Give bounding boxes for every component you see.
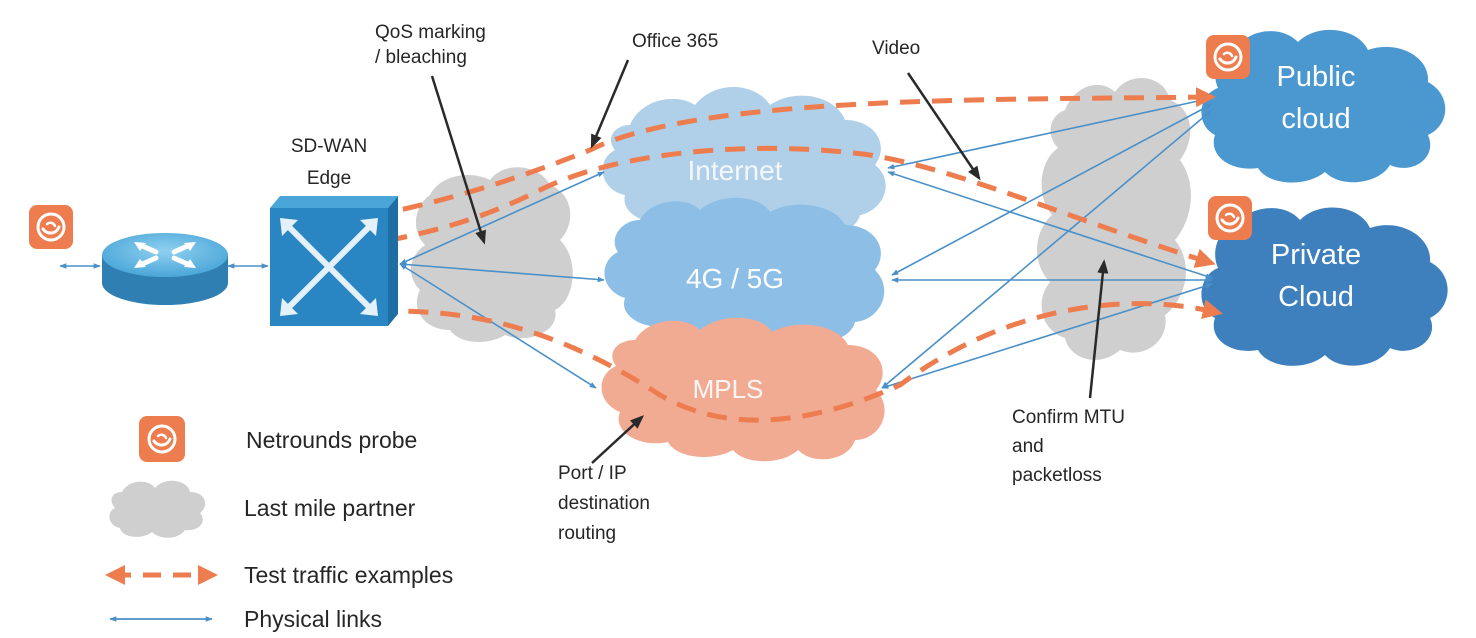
legend-test-traffic-label: Test traffic examples bbox=[244, 562, 453, 588]
sd-wan-switch-icon bbox=[270, 196, 398, 326]
edge-label-2: Edge bbox=[307, 168, 351, 189]
public-cloud bbox=[1201, 29, 1446, 183]
router-icon bbox=[102, 233, 228, 305]
legend: Netrounds probe Last mile partner Test t… bbox=[105, 416, 453, 632]
private-cloud-label-1: Private bbox=[1271, 239, 1361, 271]
office365-pointer bbox=[590, 59, 630, 149]
public-cloud-label-2: cloud bbox=[1281, 103, 1350, 135]
legend-probe-label: Netrounds probe bbox=[246, 427, 417, 453]
netrounds-probe-icon bbox=[1208, 196, 1252, 240]
internet-label: Internet bbox=[688, 155, 783, 186]
port-annotation-3: routing bbox=[558, 523, 616, 544]
qos-annotation-1: QoS marking bbox=[375, 22, 486, 43]
mpls-cloud bbox=[601, 317, 885, 462]
mtu-annotation-1: Confirm MTU bbox=[1012, 407, 1125, 428]
netrounds-probe-icon bbox=[139, 416, 185, 462]
mpls-label: MPLS bbox=[693, 374, 764, 404]
private-cloud bbox=[1201, 207, 1448, 366]
legend-last-mile-label: Last mile partner bbox=[244, 495, 416, 521]
netrounds-probe-icon bbox=[29, 205, 73, 249]
mtu-annotation-3: packetloss bbox=[1012, 465, 1102, 486]
private-cloud-label-2: Cloud bbox=[1278, 281, 1354, 313]
qos-annotation-2: / bleaching bbox=[375, 47, 467, 68]
video-pointer bbox=[906, 72, 981, 181]
lte-label: 4G / 5G bbox=[686, 263, 784, 294]
traffic-video bbox=[330, 145, 1216, 268]
traffic-office365 bbox=[330, 87, 1216, 230]
port-annotation-2: destination bbox=[558, 493, 650, 514]
office365-annotation: Office 365 bbox=[632, 31, 718, 52]
public-cloud-label-1: Public bbox=[1277, 61, 1356, 93]
last-mile-cloud-right bbox=[1037, 78, 1191, 360]
netrounds-probe-icon bbox=[1206, 35, 1250, 79]
annotation-pointers bbox=[430, 59, 1109, 464]
port-pointer bbox=[591, 415, 645, 464]
legend-physical-label: Physical links bbox=[244, 606, 382, 632]
test-traffic-paths bbox=[330, 87, 1223, 423]
port-annotation-1: Port / IP bbox=[558, 463, 627, 484]
legend-last-mile-cloud-icon bbox=[109, 480, 206, 538]
qos-pointer bbox=[430, 75, 486, 245]
video-annotation: Video bbox=[872, 38, 920, 59]
last-mile-cloud-left bbox=[410, 167, 573, 342]
mtu-pointer bbox=[1088, 259, 1109, 399]
mtu-annotation-2: and bbox=[1012, 436, 1044, 457]
link-edge-mpls bbox=[399, 263, 597, 389]
edge-label-1: SD-WAN bbox=[291, 136, 367, 157]
